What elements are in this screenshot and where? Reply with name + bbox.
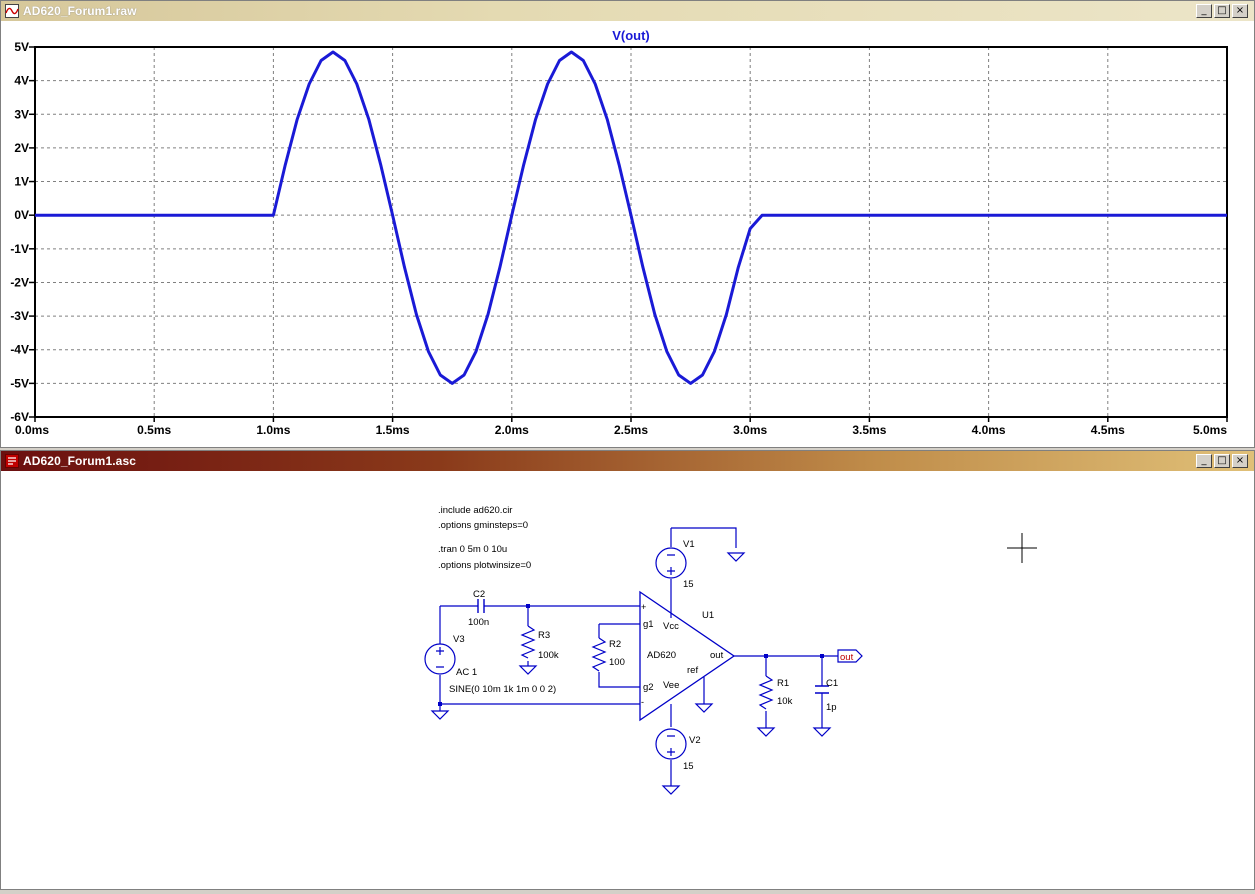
c2-name: C2 <box>473 589 485 600</box>
ground-symbols <box>430 552 832 795</box>
capacitor-c2[interactable] <box>477 599 485 613</box>
resistor-r1[interactable] <box>758 675 774 710</box>
schematic-window: AD620_Forum1.asc _ □ × .include ad620.ci… <box>0 450 1255 890</box>
pin-minus: - <box>641 697 644 707</box>
x-tick-label: 4.5ms <box>1091 423 1125 437</box>
ground-icon <box>661 785 681 795</box>
v2-value: 15 <box>683 761 694 772</box>
minimize-button[interactable]: _ <box>1196 454 1212 468</box>
schematic-drawing[interactable]: .include ad620.cir .options gminsteps=0 … <box>1 471 1254 889</box>
plot-window-titlebar[interactable]: AD620_Forum1.raw _ □ × <box>1 1 1254 21</box>
x-tick-label: 0.5ms <box>137 423 171 437</box>
resistor-r2[interactable] <box>591 637 607 672</box>
directive-options-gmin[interactable]: .options gminsteps=0 <box>438 520 528 531</box>
close-button[interactable]: × <box>1232 454 1248 468</box>
schematic-window-titlebar[interactable]: AD620_Forum1.asc _ □ × <box>1 451 1254 471</box>
ground-icon <box>812 727 832 737</box>
plot-frame <box>34 46 1228 418</box>
pin-plus: + <box>641 602 646 612</box>
ground-icon <box>518 665 538 675</box>
v1-value: 15 <box>683 579 694 590</box>
minimize-button[interactable]: _ <box>1196 4 1212 18</box>
y-tick-label: -4V <box>10 343 29 357</box>
waveform-icon <box>5 4 19 18</box>
pin-vcc: Vcc <box>663 621 679 632</box>
x-tick-label: 2.5ms <box>614 423 648 437</box>
chart-title: V(out) <box>612 28 650 43</box>
maximize-button[interactable]: □ <box>1214 454 1230 468</box>
v3-name: V3 <box>453 634 465 645</box>
ground-icon <box>756 727 776 737</box>
v3-ac: AC 1 <box>456 667 477 678</box>
ground-icon <box>430 710 450 720</box>
schematic-icon <box>5 454 19 468</box>
y-tick-label: -2V <box>10 275 29 289</box>
x-tick-label: 1.5ms <box>376 423 410 437</box>
x-tick-label: 4.0ms <box>972 423 1006 437</box>
voltage-source-v3[interactable] <box>424 643 456 675</box>
pin-ref: ref <box>687 665 698 676</box>
close-button[interactable]: × <box>1232 4 1248 18</box>
c2-value: 100n <box>468 617 489 628</box>
capacitor-c1[interactable] <box>815 685 829 694</box>
c1-value: 1p <box>826 702 837 713</box>
r2-name: R2 <box>609 639 621 650</box>
x-tick-label: 0.0ms <box>15 423 49 437</box>
r1-name: R1 <box>777 678 789 689</box>
y-tick-label: 4V <box>14 74 29 88</box>
u1-part: AD620 <box>647 650 676 661</box>
pin-g1: g1 <box>643 619 654 630</box>
v1-name: V1 <box>683 539 695 550</box>
x-tick-label: 5.0ms <box>1193 423 1227 437</box>
r1-value: 10k <box>777 696 793 707</box>
directive-include[interactable]: .include ad620.cir <box>438 505 512 516</box>
y-tick-label: -3V <box>10 309 29 323</box>
resistor-r3[interactable] <box>520 625 536 659</box>
pin-out: out <box>710 650 724 661</box>
maximize-button[interactable]: □ <box>1214 4 1230 18</box>
directive-options-plotwin[interactable]: .options plotwinsize=0 <box>438 560 531 571</box>
y-tick-label: 0V <box>14 208 29 222</box>
plot-area[interactable]: V(out) 0.0ms 0.5ms 1.0ms 1.5ms 2.0ms 2.5ms 3.0m… <box>1 21 1254 447</box>
y-tick-label: -5V <box>10 376 29 390</box>
schematic-window-title: AD620_Forum1.asc <box>23 454 136 468</box>
r3-name: R3 <box>538 630 550 641</box>
y-tick-label: 3V <box>14 107 29 121</box>
c1-name: C1 <box>826 678 838 689</box>
directive-tran[interactable]: .tran 0 5m 0 10u <box>438 544 507 555</box>
schematic-wires <box>439 527 838 786</box>
x-tick-label: 3.0ms <box>733 423 767 437</box>
ground-icon <box>694 703 714 713</box>
schematic-canvas[interactable]: .include ad620.cir .options gminsteps=0 … <box>1 471 1254 889</box>
voltage-source-v2[interactable] <box>655 728 687 760</box>
plot-window: AD620_Forum1.raw _ □ × V(out) 0.0ms 0.5ms 1… <box>0 0 1255 448</box>
y-tick-label: 2V <box>14 141 29 155</box>
v3-source: SINE(0 10m 1k 1m 0 0 2) <box>449 684 556 695</box>
opamp-u1[interactable] <box>639 590 736 722</box>
pin-g2: g2 <box>643 682 654 693</box>
x-tick-label: 3.5ms <box>852 423 886 437</box>
voltage-source-v1[interactable] <box>655 547 687 579</box>
pin-vee: Vee <box>663 680 679 691</box>
crosshair-cursor-icon <box>1007 533 1037 563</box>
r3-value: 100k <box>538 650 559 661</box>
y-tick-label: 1V <box>14 175 29 189</box>
y-tick-label: -1V <box>10 242 29 256</box>
ground-icon <box>726 552 746 562</box>
x-tick-label: 2.0ms <box>495 423 529 437</box>
u1-name: U1 <box>702 610 714 621</box>
net-label-out[interactable]: out <box>837 649 863 663</box>
trace-v-out[interactable] <box>35 50 1227 385</box>
y-tick-label: 5V <box>14 40 29 54</box>
junction-dots <box>438 604 824 706</box>
waveform-chart[interactable]: V(out) 0.0ms 0.5ms 1.0ms 1.5ms 2.0ms 2.5ms 3.0m… <box>1 21 1254 447</box>
x-tick-label: 1.0ms <box>256 423 290 437</box>
v2-name: V2 <box>689 735 701 746</box>
y-tick-label: -6V <box>10 410 29 424</box>
plot-window-title: AD620_Forum1.raw <box>23 4 137 18</box>
svg-text:out: out <box>840 652 854 663</box>
r2-value: 100 <box>609 657 625 668</box>
